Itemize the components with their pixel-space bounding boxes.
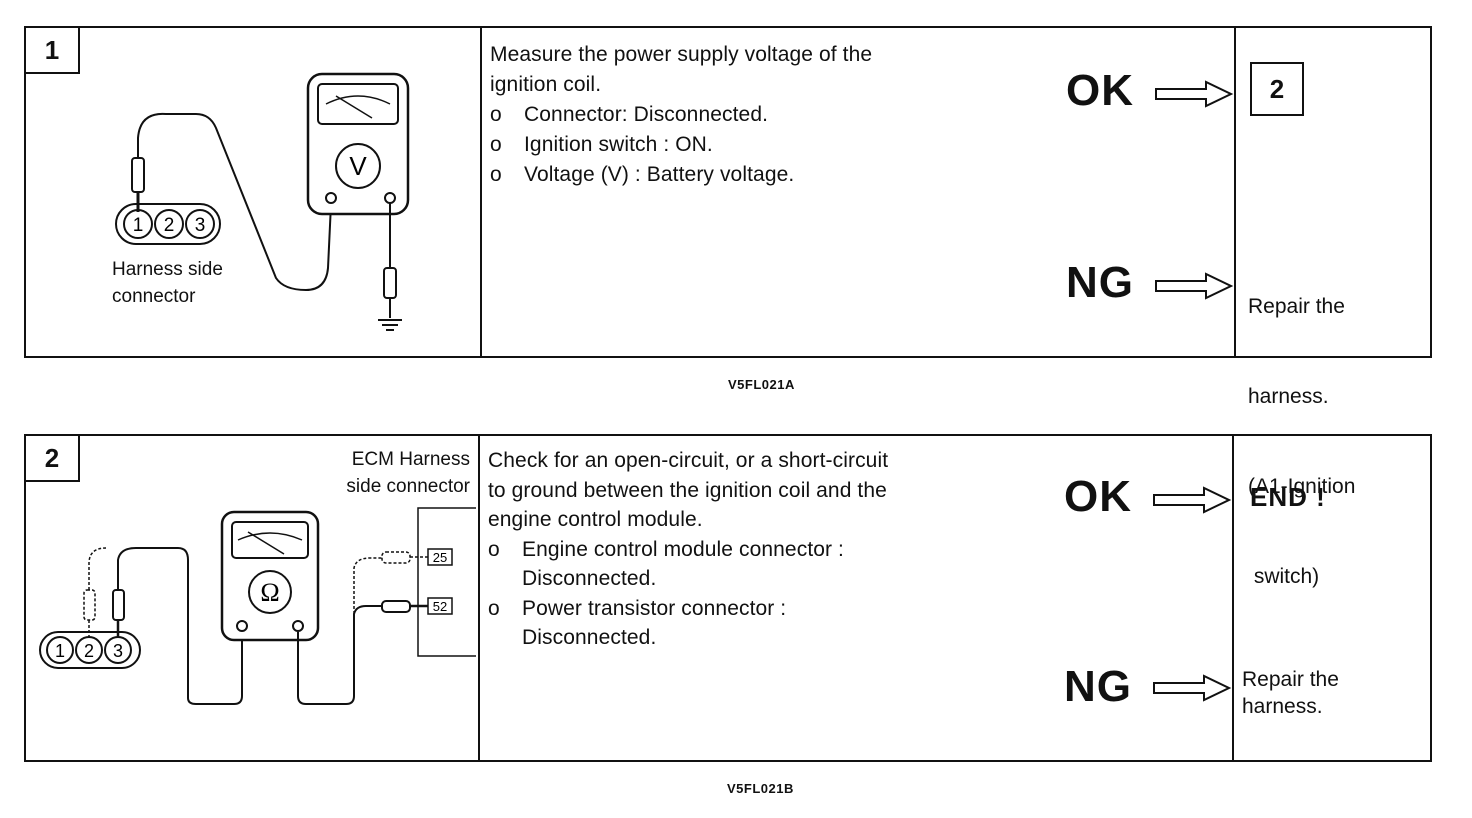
figure-caption-2: V5FL021B [727, 781, 794, 796]
label-line-1: Harness side [112, 259, 223, 280]
step-2-description: Check for an open-circuit, or a short-ci… [488, 446, 1088, 653]
terminal-25: 25 [433, 550, 447, 565]
connector-pin-1: 1 [55, 641, 65, 661]
connector-pin-1: 1 [133, 215, 144, 236]
ng-repair-instruction: Repair the harness. [1242, 666, 1339, 720]
ecm-connector-outline [417, 507, 476, 657]
ok-arrow-icon [1155, 80, 1234, 108]
description-line: engine control module. [488, 508, 703, 531]
bullet-marker: o [490, 163, 502, 186]
step-2-panel: 2 1 2 3 Ω [24, 434, 1432, 762]
step-1-panel: 1 1 2 3 V Harness side connector [24, 26, 1432, 588]
probe-1-shape [131, 157, 145, 193]
description-line: Measure the power supply voltage of the [490, 43, 873, 66]
bullet-marker: o [488, 596, 500, 620]
bullet-marker: o [488, 537, 500, 561]
terminal-52-shape [427, 597, 453, 615]
connector-pin-3: 3 [113, 641, 123, 661]
ohm-symbol: Ω [260, 578, 279, 607]
label-line-1: ECM Harness [351, 449, 470, 470]
column-divider [480, 28, 482, 356]
ng-label: NG [1064, 662, 1132, 711]
continuity-check-diagram: 1 2 3 Ω 25 52 [39, 507, 476, 705]
repair-line: (A1-Ignition [1248, 475, 1356, 498]
meter-dial-shape [335, 143, 381, 189]
bullet-marker: o [490, 103, 502, 126]
label-line-2: side connector [346, 476, 470, 497]
gauge-arc [325, 95, 391, 105]
ground-probe-shape [383, 267, 397, 299]
bullet-item: o Ignition switch : ON. [490, 130, 1050, 160]
connector-pin-2: 2 [164, 215, 175, 236]
multimeter-display-shape [317, 83, 399, 125]
description-line: to ground between the ignition coil and … [488, 478, 887, 502]
bullet-text: Engine control module connector : [522, 537, 844, 561]
probe-wire [117, 547, 243, 705]
step-1-description: Measure the power supply voltage of the … [490, 40, 1050, 190]
bullet-text: Connector: Disconnected. [524, 103, 769, 126]
column-divider [1232, 436, 1234, 760]
column-divider [478, 436, 480, 760]
bullet-item: o Connector: Disconnected. [490, 100, 1050, 130]
bullet-item: o Engine control module connector : Disc… [488, 535, 1088, 594]
terminal-52: 52 [433, 599, 447, 614]
figure-caption-1: V5FL021A [728, 377, 795, 392]
bullet-item: o Voltage (V) : Battery voltage. [490, 160, 1050, 190]
label-line-2: connector [112, 286, 196, 307]
meter-terminal-right [384, 192, 396, 204]
bullet-marker: o [490, 133, 502, 156]
step-1-number: 1 [24, 26, 80, 74]
repair-line: switch) [1248, 565, 1320, 588]
gauge-needle [335, 95, 373, 119]
end-label: END ! [1250, 482, 1326, 512]
repair-line: Repair the [1242, 668, 1339, 691]
bullet-text: Voltage (V) : Battery voltage. [524, 163, 795, 186]
bullet-text: Disconnected. [522, 567, 657, 590]
probe-solid-shape [112, 589, 125, 621]
ok-arrow-icon [1153, 486, 1232, 514]
ecm-dotted-wire [353, 557, 386, 614]
bullet-text: Power transistor connector : [522, 596, 787, 620]
terminal-25-shape [427, 548, 453, 566]
probe-dotted-shape [83, 589, 96, 621]
ng-arrow-icon [1155, 272, 1234, 300]
harness-side-connector-label: Harness side connector [112, 256, 223, 310]
ok-label: OK [1064, 472, 1132, 521]
connector-pin-2-shape [154, 209, 184, 239]
ng-arrow-icon [1153, 674, 1232, 702]
column-divider [1234, 28, 1236, 356]
ng-label: NG [1066, 258, 1134, 307]
next-step-box: 2 [1250, 62, 1304, 116]
connector-pin-2: 2 [84, 641, 94, 661]
description-line: Check for an open-circuit, or a short-ci… [488, 449, 889, 472]
connector-pin-3-shape [185, 209, 215, 239]
repair-line: harness. [1242, 695, 1323, 718]
bullet-text: Ignition switch : ON. [524, 133, 713, 156]
connector-pin-3: 3 [195, 215, 206, 236]
dotted-wire [88, 547, 107, 590]
ecm-wire [297, 605, 386, 705]
probe-1-wire [137, 112, 332, 292]
ng-repair-instruction: Repair the harness. (A1-Ignition switch) [1248, 232, 1355, 652]
bullet-text: Disconnected. [522, 626, 657, 649]
voltage-measurement-diagram: 1 2 3 V [115, 72, 410, 331]
bullet-item: o Power transistor connector : Disconnec… [488, 594, 1088, 653]
step-2-number: 2 [24, 434, 80, 482]
description-line: ignition coil. [490, 73, 602, 96]
repair-line: Repair the [1248, 295, 1345, 318]
ok-label: OK [1066, 66, 1134, 115]
meter-terminal-left [325, 192, 337, 204]
repair-line: harness. [1248, 385, 1329, 408]
voltage-symbol: V [349, 151, 367, 181]
ecm-harness-connector-label: ECM Harness side connector [170, 446, 470, 500]
